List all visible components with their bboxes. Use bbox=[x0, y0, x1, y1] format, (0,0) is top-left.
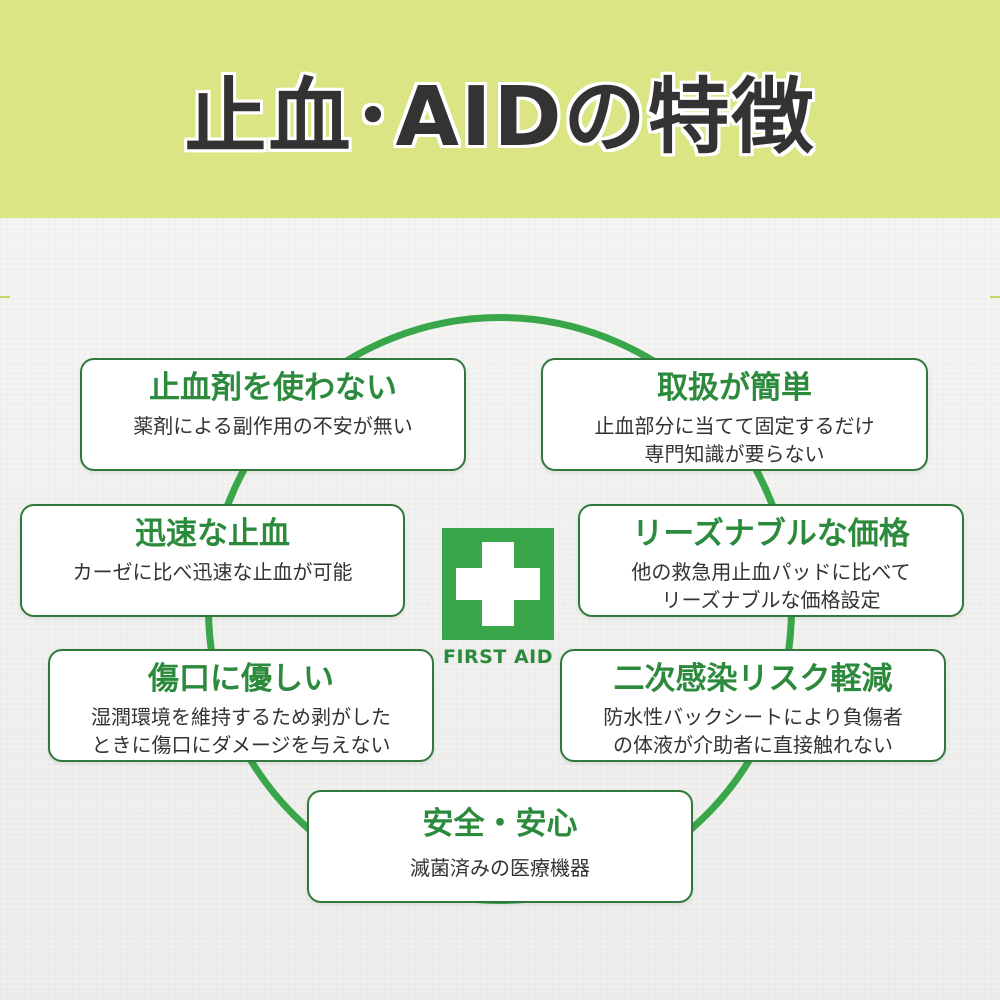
edge-tick-right bbox=[990, 296, 1000, 298]
feature-card-easy-handling: 取扱が簡単 止血部分に当てて固定するだけ 専門知識が要らない bbox=[541, 358, 928, 471]
feature-card-rapid-hemostasis: 迅速な止血 カーゼに比べ迅速な止血が可能 bbox=[20, 504, 405, 617]
cross-vertical bbox=[482, 542, 514, 626]
edge-tick-left bbox=[0, 296, 10, 298]
feature-card-infection-risk: 二次感染リスク軽減 防水性バックシートにより負傷者 の体液が介助者に直接触れない bbox=[560, 649, 946, 762]
feature-card-reasonable-price: リーズナブルな価格 他の救急用止血パッドに比べて リーズナブルな価格設定 bbox=[578, 504, 964, 617]
page-title: 止血･AIDの特徴 bbox=[184, 69, 816, 165]
feature-desc: の体液が介助者に直接触れない bbox=[613, 733, 893, 757]
feature-desc: 防水性バックシートにより負傷者 bbox=[603, 705, 903, 729]
feature-title: 安全・安心 bbox=[422, 806, 578, 842]
feature-title: リーズナブルな価格 bbox=[632, 516, 910, 552]
feature-desc: 湿潤環境を維持するため剥がした bbox=[91, 705, 391, 729]
feature-title: 二次感染リスク軽減 bbox=[613, 661, 893, 697]
feature-desc: 薬剤による副作用の不安が無い bbox=[133, 414, 413, 438]
feature-card-safety: 安全・安心 滅菌済みの医療機器 bbox=[307, 790, 693, 903]
feature-desc: 専門知識が要らない bbox=[644, 442, 825, 466]
feature-title: 迅速な止血 bbox=[135, 516, 290, 552]
feature-desc: 止血部分に当てて固定するだけ bbox=[594, 414, 875, 438]
feature-desc: ときに傷口にダメージを与えない bbox=[91, 733, 391, 757]
header-banner: 止血･AIDの特徴 bbox=[0, 0, 1000, 218]
feature-desc: 他の救急用止血パッドに比べて bbox=[631, 560, 911, 584]
feature-card-gentle-on-wounds: 傷口に優しい 湿潤環境を維持するため剥がした ときに傷口にダメージを与えない bbox=[48, 649, 434, 762]
feature-desc: 滅菌済みの医療機器 bbox=[410, 856, 590, 880]
feature-title: 取扱が簡単 bbox=[657, 370, 812, 406]
feature-card-no-hemostatic: 止血剤を使わない 薬剤による副作用の不安が無い bbox=[80, 358, 466, 471]
feature-desc: リーズナブルな価格設定 bbox=[661, 588, 881, 612]
feature-title: 傷口に優しい bbox=[148, 661, 334, 697]
feature-title: 止血剤を使わない bbox=[149, 370, 397, 406]
first-aid-cross-icon bbox=[442, 528, 554, 640]
feature-desc: カーゼに比べ迅速な止血が可能 bbox=[72, 560, 353, 584]
first-aid-label: FIRST AID bbox=[443, 646, 553, 668]
